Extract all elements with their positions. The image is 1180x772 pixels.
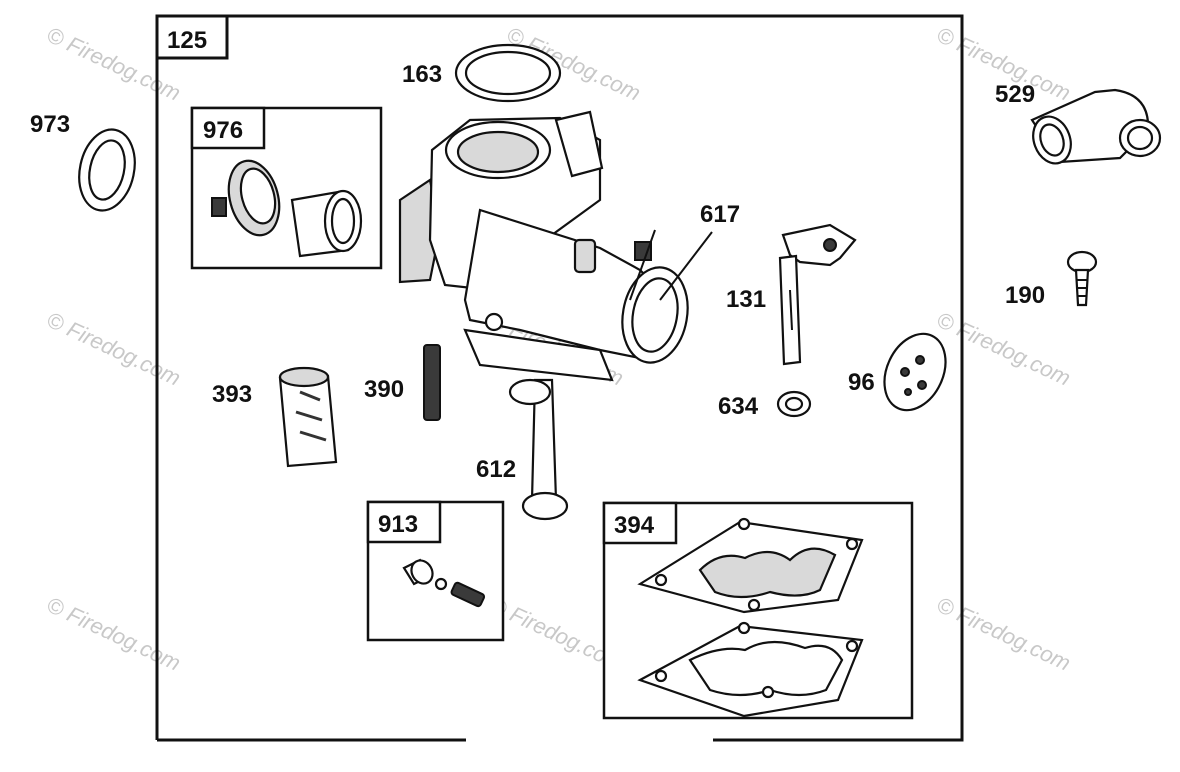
horn-collar bbox=[211, 159, 281, 237]
part-393-label: 393 bbox=[212, 381, 252, 408]
part-612-label: 612 bbox=[476, 456, 516, 483]
watermark: © Firedog.com bbox=[43, 307, 185, 391]
group-125-frame: 125 bbox=[155, 14, 964, 742]
part-131-label: 131 bbox=[726, 286, 766, 313]
watermark: © Firedog.com bbox=[933, 592, 1075, 676]
part-634-label: 634 bbox=[718, 393, 759, 420]
part-393-cylinder[interactable]: 393 bbox=[212, 366, 338, 468]
group-976-box[interactable]: 976 bbox=[190, 106, 383, 270]
upper-gasket bbox=[637, 517, 864, 614]
part-96-diaphragm[interactable]: 96 bbox=[848, 324, 957, 420]
part-973-label: 973 bbox=[30, 111, 70, 138]
needle-seat bbox=[402, 558, 434, 586]
part-190-label: 190 bbox=[1005, 282, 1045, 309]
carburetor-body[interactable] bbox=[398, 110, 695, 382]
horn-sleeve bbox=[290, 189, 363, 258]
group-976-label: 976 bbox=[203, 117, 243, 144]
group-125-label: 125 bbox=[167, 27, 207, 54]
part-390-spring[interactable]: 390 bbox=[364, 344, 441, 421]
group-913-label: 913 bbox=[378, 511, 418, 538]
part-190-screw[interactable]: 190 bbox=[1005, 250, 1098, 309]
part-96-label: 96 bbox=[848, 369, 875, 396]
group-394-box[interactable]: 394 bbox=[602, 501, 914, 720]
part-529-elbow[interactable]: 529 bbox=[995, 81, 1162, 169]
group-913-box[interactable]: 913 bbox=[366, 500, 505, 642]
part-617-label: 617 bbox=[700, 201, 740, 228]
part-390-label: 390 bbox=[364, 376, 404, 403]
needle-ball bbox=[434, 577, 448, 591]
needle-spring bbox=[450, 581, 486, 608]
part-617-callout[interactable]: 617 bbox=[659, 201, 740, 301]
part-529-label: 529 bbox=[995, 81, 1035, 108]
part-163-ring[interactable]: 163 bbox=[402, 43, 562, 103]
watermark: © Firedog.com bbox=[933, 307, 1075, 391]
part-612-stem[interactable]: 612 bbox=[476, 378, 569, 521]
part-634-washer[interactable]: 634 bbox=[718, 390, 812, 420]
watermark: © Firedog.com bbox=[43, 592, 185, 676]
part-131-shaft[interactable]: 131 bbox=[726, 223, 857, 366]
lower-gasket bbox=[637, 621, 864, 718]
group-394-label: 394 bbox=[614, 512, 655, 539]
part-163-label: 163 bbox=[402, 61, 442, 88]
group-125-tag bbox=[155, 14, 229, 60]
part-973-ring[interactable]: 973 bbox=[30, 111, 142, 216]
